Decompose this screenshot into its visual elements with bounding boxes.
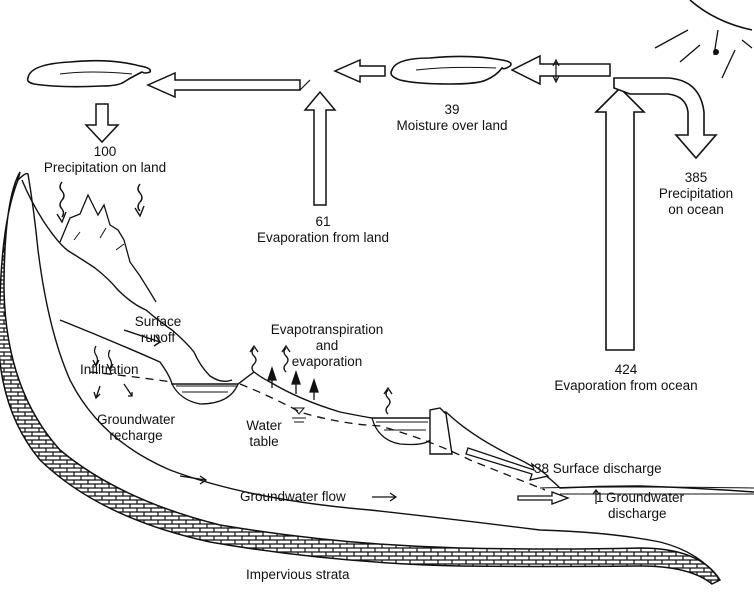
surface-discharge-text: Surface discharge — [552, 461, 662, 476]
surface-runoff-text-2: runoff — [140, 330, 176, 345]
precipitation-land-arrow — [84, 103, 120, 144]
precipitation-ocean-value: 385 — [684, 170, 708, 185]
rain-icons — [56, 181, 145, 224]
groundwater-discharge-arrow — [517, 491, 570, 505]
surface-discharge-arrow — [465, 447, 550, 481]
groundwater-recharge-text-1: Groundwater — [96, 412, 176, 427]
water-table-line — [89, 371, 546, 491]
reservoir — [371, 417, 431, 446]
sun-icon — [654, 0, 753, 79]
moisture-land-label: 39 Moisture over land — [382, 102, 522, 134]
evapotranspiration-icons — [249, 344, 393, 415]
moisture-land-value: 39 — [444, 102, 460, 117]
moisture-land-text: Moisture over land — [396, 118, 508, 133]
groundwater-flow-arrows — [179, 475, 398, 502]
dam-icon — [429, 407, 453, 455]
surface-discharge-value: 38 — [534, 461, 550, 476]
evaporation-ocean-value: 424 — [614, 362, 638, 377]
groundwater-discharge-text-1: Groundwater — [606, 490, 685, 505]
groundwater-discharge-value: 1 — [596, 490, 604, 505]
precipitation-ocean-label: 385 Precipitation on ocean — [648, 170, 744, 218]
evaporation-ocean-arrow — [594, 86, 646, 351]
precipitation-ocean-text-2: on ocean — [668, 202, 724, 217]
evaporation-ocean-label: 424 Evaporation from ocean — [536, 362, 716, 394]
evapotranspiration-text-2: and — [315, 338, 339, 353]
precipitation-land-label: 100 Precipitation on land — [30, 144, 180, 176]
groundwater-discharge-text-2: discharge — [608, 506, 667, 521]
evaporation-land-value: 61 — [315, 214, 331, 229]
evapotranspiration-label: Evapotranspiration and evaporation — [262, 322, 392, 370]
surface-runoff-text-1: Surface — [134, 314, 182, 329]
groundwater-recharge-text-2: recharge — [109, 428, 163, 443]
evaporation-land-text: Evaporation from land — [256, 230, 390, 245]
water-table-symbol — [292, 407, 306, 423]
mountain-peaks — [59, 193, 157, 303]
precipitation-ocean-arrow — [613, 77, 718, 160]
precipitation-land-value: 100 — [93, 144, 117, 159]
impervious-strata-label: Impervious strata — [246, 567, 350, 582]
cloud-left-icon — [26, 59, 152, 88]
evaporation-land-arrow — [303, 90, 337, 206]
evaporation-ocean-text: Evaporation from ocean — [554, 378, 698, 393]
precipitation-ocean-text-1: Precipitation — [658, 186, 734, 201]
surface-runoff-arrow — [123, 329, 162, 347]
lake — [171, 383, 239, 405]
surface-runoff-label: Surface runoff — [120, 314, 196, 346]
infiltration-arrows — [92, 345, 133, 400]
water-table-label: Water table — [236, 418, 292, 450]
groundwater-recharge-label: Groundwater recharge — [88, 412, 184, 444]
moisture-transport-arrows — [146, 54, 611, 99]
infiltration-label: Infiltration — [80, 362, 139, 377]
ocean-surface — [539, 486, 754, 495]
surface-discharge-label: 38 Surface discharge — [534, 461, 662, 477]
evaporation-land-label: 61 Evaporation from land — [238, 214, 408, 246]
mountain-slope — [21, 179, 233, 383]
evapotranspiration-text-1: Evapotranspiration — [270, 322, 384, 337]
precipitation-land-text: Precipitation on land — [43, 160, 167, 175]
impervious-strata — [0, 171, 722, 585]
water-table-text-2: table — [249, 434, 279, 449]
water-table-text-1: Water — [246, 418, 282, 433]
small-exchange-arrow — [552, 58, 560, 84]
cloud-middle-icon — [390, 55, 512, 85]
groundwater-flow-label: Groundwater flow — [240, 489, 346, 504]
evapotranspiration-text-3: evaporation — [291, 354, 363, 369]
